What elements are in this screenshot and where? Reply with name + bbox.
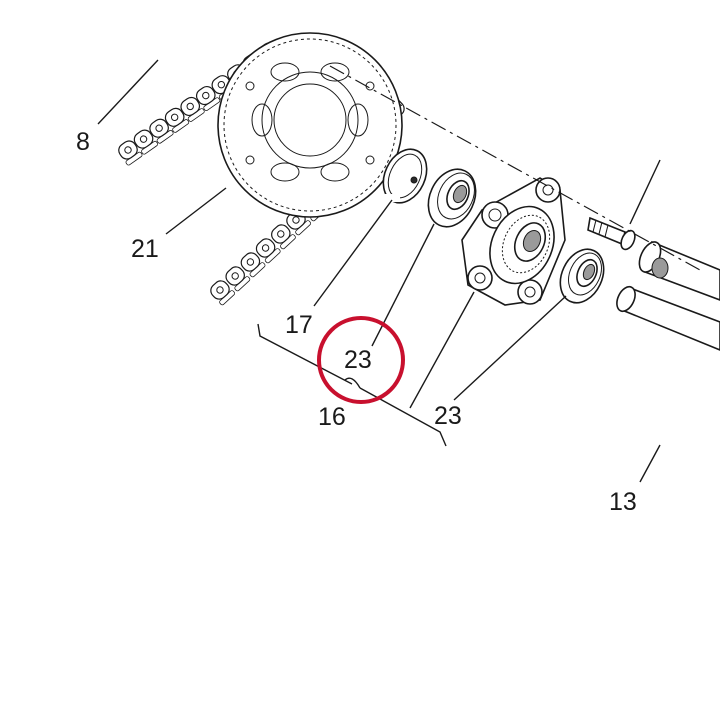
stud-bolt [587,216,636,251]
callout-23: 23 [434,402,462,430]
callout-13: 13 [609,488,637,516]
sprocket-carrier [461,177,566,306]
leader-23a [371,223,435,347]
bearing-left [427,168,477,228]
leader-13-upper [629,159,661,225]
leader-lines [97,59,661,483]
callout-16: 16 [318,403,346,431]
leader-21 [165,187,227,235]
group-bracket [257,323,447,447]
leader-13 [639,444,661,483]
callout-17: 17 [285,311,313,339]
callout-8: 8 [76,128,90,156]
leader-16 [409,291,475,409]
leader-17 [313,199,393,307]
highlight-ring [317,316,405,404]
leader-23b [453,295,567,401]
callout-21: 21 [131,235,159,263]
bearing-right [559,248,605,304]
assembly-axis-line [329,65,701,271]
callout-23-highlighted: 23 [344,346,372,374]
leader-8 [97,59,159,125]
spacer-bushing [638,240,720,301]
rear-sprocket [217,32,403,218]
circlip [382,148,428,204]
axle-shaft [616,285,720,351]
